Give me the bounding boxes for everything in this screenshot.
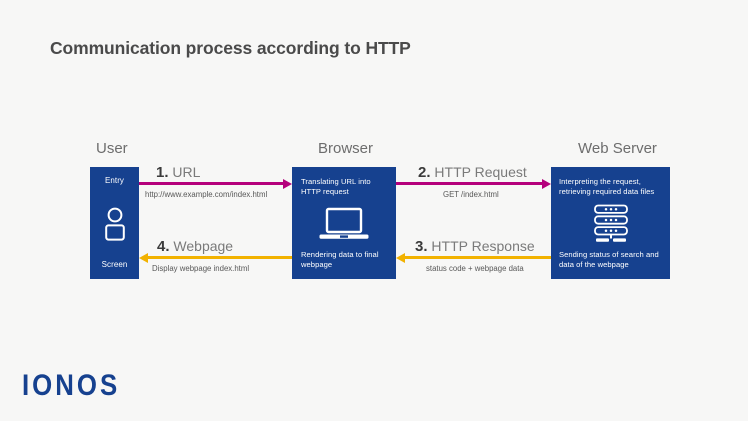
step-3-title: HTTP Response [431,238,535,254]
step-1-number: 1. [156,164,169,181]
node-user-top-text: Entry [105,176,124,185]
laptop-icon [301,198,387,250]
step-3-detail: status code + webpage data [426,264,524,273]
column-header-user: User [96,140,128,157]
node-server-top-text: Interpreting the request, retrieving req… [559,177,655,197]
step-1-title: URL [172,164,201,180]
node-browser: Translating URL into HTTP request Render… [292,167,396,279]
node-user: Entry Screen [90,167,139,279]
step-2-label: 2. HTTP Request [418,164,527,181]
step-2-number: 2. [418,164,431,181]
step-2-detail: GET /index.html [443,190,499,199]
page-title: Communication process according to HTTP [50,38,411,58]
step-3-number: 3. [415,238,428,255]
node-browser-bottom-text: Rendering data to final webpage [301,249,379,269]
arrow-step-3-line [405,256,551,259]
column-header-server: Web Server [578,140,657,157]
step-1-label: 1. URL [156,164,200,181]
server-rack-icon [559,198,662,250]
arrow-step-1-head [283,178,292,189]
node-browser-top-text: Translating URL into HTTP request [301,177,371,197]
step-4-detail: Display webpage index.html [152,264,250,273]
step-4-number: 4. [157,238,170,255]
arrow-step-4-head [139,252,148,263]
arrow-step-4-line [148,256,292,259]
arrow-step-2-line [396,182,542,185]
step-4-label: 4. Webpage [157,238,233,255]
step-1-detail: http://www.example.com/index.html [145,190,268,199]
step-2-title: HTTP Request [434,164,527,180]
node-user-bottom-text: Screen [101,260,128,270]
ionos-logo: IONOS [22,369,121,402]
step-4-title: Webpage [173,238,234,254]
arrow-step-3-head [396,252,405,263]
column-header-browser: Browser [318,140,374,157]
arrow-step-2-head [542,178,551,189]
person-icon [102,187,128,260]
step-3-label: 3. HTTP Response [415,238,535,255]
node-server-bottom-text: Sending status of search and data of the… [559,249,659,269]
arrow-step-1-line [139,182,283,185]
node-web-server: Interpreting the request, retrieving req… [551,167,670,279]
